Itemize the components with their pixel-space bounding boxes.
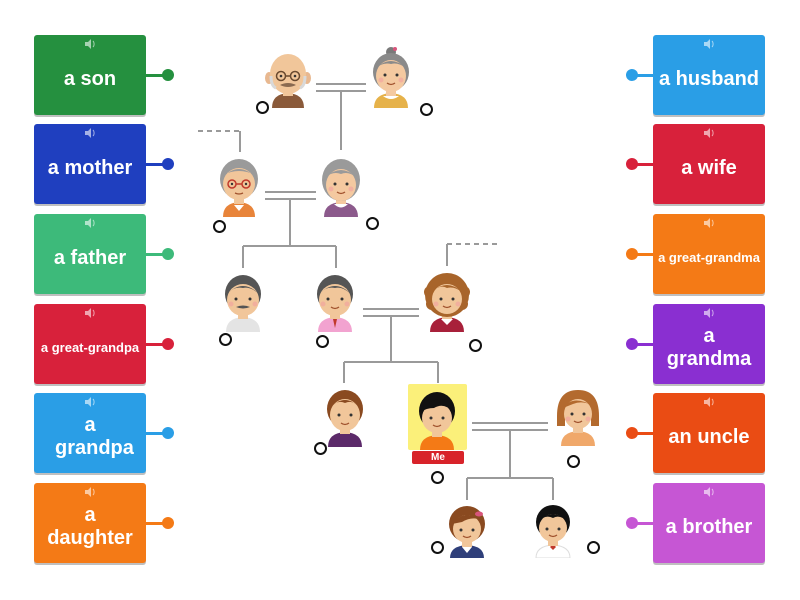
drop-slot-daughter[interactable]: [431, 541, 444, 554]
connector-line: [633, 253, 655, 256]
card-a-brother[interactable]: a brother: [653, 483, 765, 563]
connector-pin[interactable]: [626, 517, 638, 529]
connector-pin[interactable]: [626, 427, 638, 439]
connector-line: [633, 74, 655, 77]
speaker-icon[interactable]: [703, 128, 715, 138]
speaker-icon[interactable]: [84, 487, 96, 497]
wife-avatar-icon: [557, 390, 599, 446]
card-a-wife[interactable]: a wife: [653, 124, 765, 204]
speaker-icon[interactable]: [703, 218, 715, 228]
connector-pin[interactable]: [162, 427, 174, 439]
me-avatar-icon: [419, 392, 455, 450]
connector-pin[interactable]: [626, 69, 638, 81]
daughter-avatar-icon: [449, 506, 485, 558]
card-an-uncle[interactable]: an uncle: [653, 393, 765, 473]
connector-pin[interactable]: [162, 517, 174, 529]
uncle-avatar-icon: [225, 275, 261, 332]
speaker-icon[interactable]: [703, 397, 715, 407]
drop-slot-grandma[interactable]: [366, 217, 379, 230]
card-a-mother[interactable]: a mother: [34, 124, 146, 204]
drop-slot-great-grandma[interactable]: [420, 103, 433, 116]
drop-slot-mother[interactable]: [469, 339, 482, 352]
card-label: a daughter: [47, 504, 133, 549]
connector-line: [146, 343, 168, 346]
speaker-icon[interactable]: [703, 39, 715, 49]
brother-avatar-icon: [327, 390, 363, 447]
speaker-icon[interactable]: [703, 308, 715, 318]
card-label: a wife: [681, 156, 737, 179]
card-label: a brother: [665, 515, 753, 538]
father-avatar-icon: [317, 275, 353, 332]
card-a-father[interactable]: a father: [34, 214, 146, 294]
card-label: a mother: [47, 156, 133, 179]
card-label: a father: [53, 246, 127, 269]
card-a-grandma[interactable]: a grandma: [653, 304, 765, 384]
card-a-grandpa[interactable]: a grandpa: [34, 393, 146, 473]
speaker-icon[interactable]: [84, 218, 96, 228]
drop-slot-brother[interactable]: [314, 442, 327, 455]
connector-pin[interactable]: [162, 69, 174, 81]
connector-pin[interactable]: [162, 248, 174, 260]
connector-pin[interactable]: [626, 248, 638, 260]
connector-pin[interactable]: [162, 338, 174, 350]
card-a-great-grandma[interactable]: a great-grandma: [653, 214, 765, 294]
connector-line: [633, 343, 655, 346]
card-a-son[interactable]: a son: [34, 35, 146, 115]
speaker-icon[interactable]: [84, 308, 96, 318]
connector-line: [146, 163, 168, 166]
card-label: a grandma: [666, 325, 752, 370]
son-avatar-icon: [535, 505, 571, 558]
mother-avatar-icon: [424, 273, 470, 332]
drop-slot-uncle[interactable]: [219, 333, 232, 346]
card-label: a grandpa: [55, 414, 134, 459]
card-label: a son: [63, 67, 117, 90]
grandma-avatar-icon: [322, 159, 360, 217]
drop-slot-wife[interactable]: [567, 455, 580, 468]
card-label: an uncle: [668, 425, 750, 448]
card-a-daughter[interactable]: a daughter: [34, 483, 146, 563]
connector-line: [146, 253, 168, 256]
speaker-icon[interactable]: [84, 39, 96, 49]
card-label: a great-grandpa: [40, 340, 140, 355]
drop-slot-son[interactable]: [587, 541, 600, 554]
speaker-icon[interactable]: [84, 128, 96, 138]
drop-slot-great-grandpa[interactable]: [256, 101, 269, 114]
connector-line: [146, 522, 168, 525]
card-a-great-grandpa[interactable]: a great-grandpa: [34, 304, 146, 384]
connector-pin[interactable]: [162, 158, 174, 170]
card-a-husband[interactable]: a husband: [653, 35, 765, 115]
drop-slot-grandpa[interactable]: [213, 220, 226, 233]
connector-pin[interactable]: [626, 338, 638, 350]
connector-pin[interactable]: [626, 158, 638, 170]
connector-line: [633, 432, 655, 435]
me-tag: Me: [412, 451, 464, 464]
connector-line: [633, 163, 655, 166]
drop-slot-me[interactable]: [431, 471, 444, 484]
grandpa-avatar-icon: [220, 159, 258, 217]
great-grandma-avatar-icon: [373, 47, 409, 108]
speaker-icon[interactable]: [703, 487, 715, 497]
card-label: a husband: [659, 67, 760, 90]
connector-line: [633, 522, 655, 525]
connector-line: [146, 74, 168, 77]
speaker-icon[interactable]: [84, 397, 96, 407]
great-grandpa-avatar-icon: [265, 54, 311, 108]
connector-line: [146, 432, 168, 435]
drop-slot-father[interactable]: [316, 335, 329, 348]
card-label: a great-grandma: [658, 250, 760, 265]
